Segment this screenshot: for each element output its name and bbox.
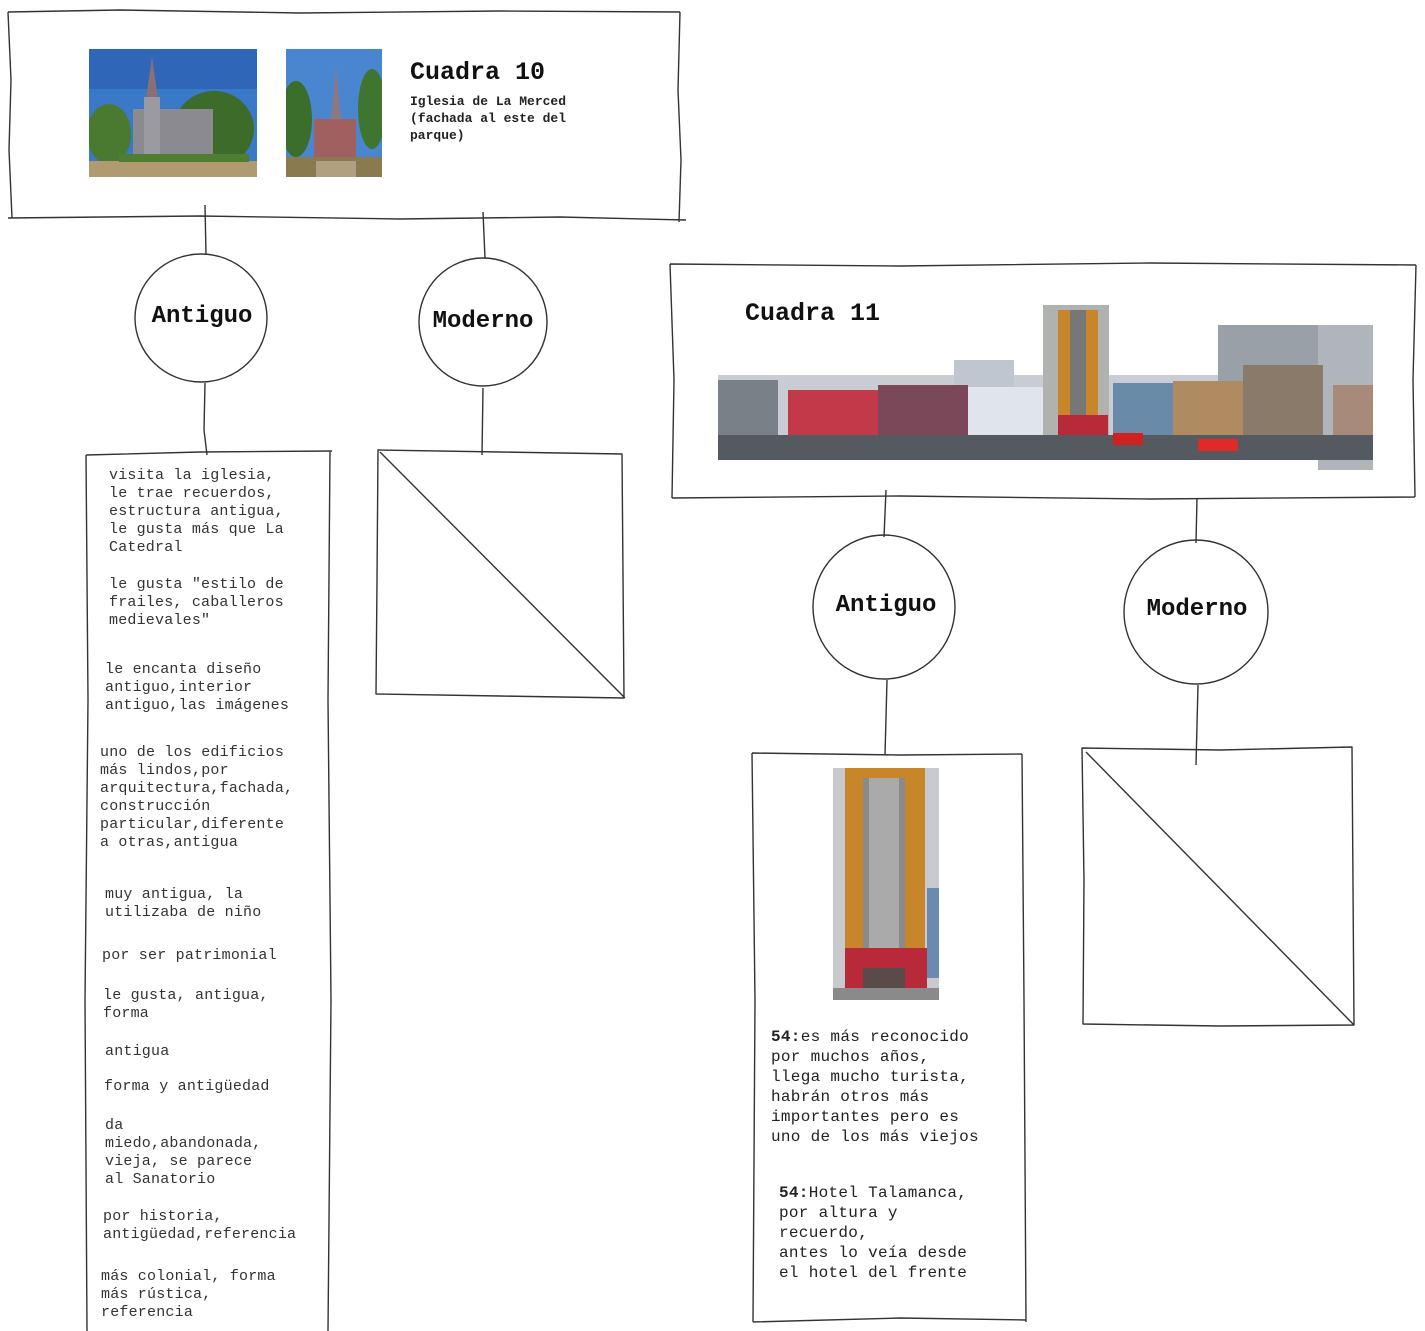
street-panorama-photo [718, 305, 1373, 470]
c10-note: forma y antigüedad [104, 1078, 270, 1095]
c11-note-prefix: 54: [771, 1028, 801, 1046]
c10-note: visita la iglesia, le trae recuerdos, es… [109, 467, 284, 556]
c11-note: 54:es más reconocido por muchos años, ll… [771, 1027, 979, 1147]
cuadra11-title: Cuadra 11 [745, 299, 881, 328]
c10-connector-moderno-top [482, 211, 486, 259]
c11-note: 54:Hotel Talamanca, por altura y recuerd… [779, 1183, 967, 1283]
c10-antiguo-circle [134, 253, 268, 383]
c10-connector-antiguo-bottom [203, 382, 208, 456]
c10-antiguo-notes-frame [84, 450, 333, 1331]
cuadra10-frame [7, 9, 687, 223]
c11-note-text: es más reconocido por muchos años, llega… [771, 1028, 979, 1146]
c10-note: muy antigua, la utilizaba de niño [105, 886, 262, 921]
church-photo-narrow [286, 49, 382, 177]
c11-note-text: Hotel Talamanca, por altura y recuerdo, … [779, 1184, 968, 1282]
c10-note: le encanta diseño antiguo,interior antig… [105, 661, 290, 714]
c11-connector-antiguo-top [883, 489, 887, 538]
c10-note: da miedo,abandonada, vieja, se parece al… [105, 1117, 262, 1188]
c10-note: más colonial, forma más rústica, referen… [101, 1268, 276, 1321]
cuadra10-title: Cuadra 10 [410, 58, 546, 87]
cuadra11-frame [669, 262, 1417, 500]
c10-moderno-empty-frame [375, 449, 626, 699]
c10-note: le gusta, antigua, forma [103, 987, 269, 1022]
c10-antiguo-label: Antiguo [151, 303, 253, 330]
c10-moderno-circle [418, 257, 548, 387]
c11-moderno-empty-frame [1081, 746, 1355, 1027]
c11-antiguo-notes-frame [751, 752, 1027, 1323]
c11-connector-moderno-bottom [1195, 684, 1199, 766]
c10-connector-antiguo-top [204, 204, 207, 256]
c10-moderno-label: Moderno [432, 308, 534, 335]
c11-connector-antiguo-bottom [884, 679, 888, 756]
c11-moderno-circle [1123, 539, 1269, 685]
c11-antiguo-circle [812, 534, 956, 680]
c11-note-prefix: 54: [779, 1184, 809, 1202]
church-photo-wide [89, 49, 257, 177]
c11-antiguo-label: Antiguo [835, 592, 937, 619]
c10-connector-moderno-bottom [481, 387, 484, 456]
c10-note: antigua [105, 1043, 170, 1060]
hotel-building-photo [833, 768, 939, 1000]
cuadra10-subtitle: Iglesia de La Merced (fachada al este de… [410, 94, 567, 143]
c10-note: uno de los edificios más lindos,por arqu… [100, 744, 294, 851]
c10-note: por ser patrimonial [102, 947, 277, 964]
c10-note: le gusta "estilo de frailes, caballeros … [109, 576, 284, 629]
c10-note: por historia, antigüedad,referencia [103, 1208, 297, 1243]
c11-moderno-label: Moderno [1146, 596, 1248, 623]
c11-connector-moderno-top [1195, 497, 1198, 544]
